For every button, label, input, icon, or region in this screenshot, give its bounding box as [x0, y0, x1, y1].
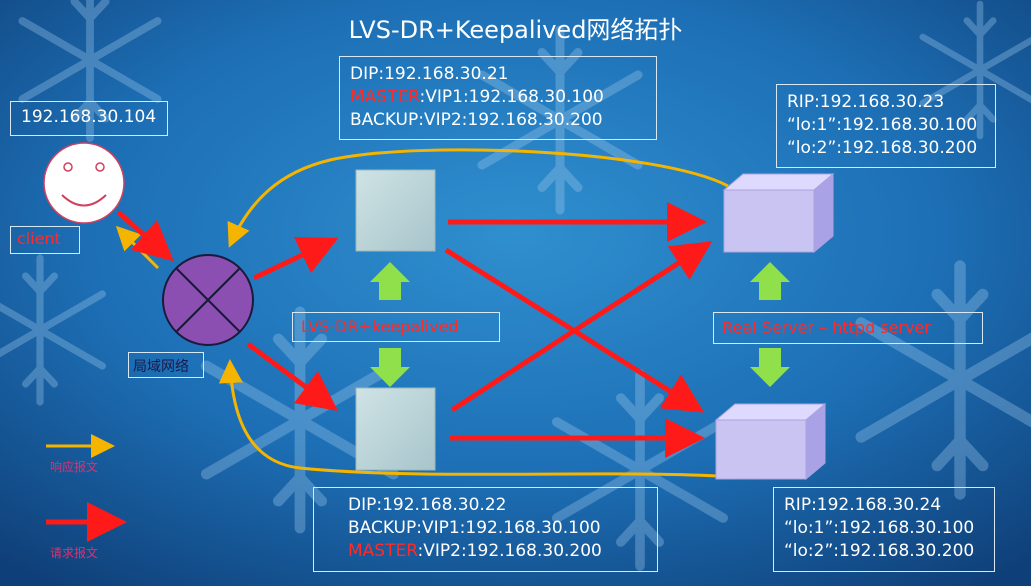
down-arrow-icon	[750, 348, 790, 387]
director2-vip1: BACKUP:VIP1:192.168.30.100	[348, 518, 601, 538]
legend-response-label: 响应报文	[50, 460, 99, 474]
network-switch-icon	[162, 254, 254, 346]
director2-role-master: MASTER	[348, 541, 418, 561]
legend-request-label: 请求报文	[50, 546, 99, 560]
real-server1-node	[722, 172, 835, 254]
request-arrow-to-director1	[252, 236, 339, 281]
up-arrow-icon	[370, 262, 410, 300]
response-arrow-client	[115, 225, 160, 270]
down-arrow-icon	[370, 348, 410, 387]
director2-vip2: :VIP2:192.168.30.200	[417, 541, 602, 561]
real-server2-node	[714, 402, 827, 481]
director1-dip: DIP:192.168.30.21	[350, 64, 509, 84]
director2-node	[355, 387, 436, 471]
diagram-title: LVS-DR+Keepalived网络拓扑	[348, 16, 683, 44]
rs1-rip: RIP:192.168.30.23	[787, 92, 945, 112]
network-label: 局域网络	[128, 352, 204, 378]
director2-vip2-line: MASTER:VIP2:192.168.30.200	[348, 540, 647, 563]
lvs-keepalived-label: LVS-DR+keepalived	[292, 312, 500, 342]
rs2-info: RIP:192.168.30.24 “lo:1”:192.168.30.100 …	[773, 487, 995, 572]
director1-info: DIP:192.168.30.21 MASTER:VIP1:192.168.30…	[339, 56, 657, 140]
director2-dip: DIP:192.168.30.22	[348, 495, 507, 515]
rs2-rip: RIP:192.168.30.24	[784, 495, 942, 515]
director1-node	[355, 169, 436, 252]
client-ip-label: 192.168.30.104	[10, 101, 168, 136]
client-label: client	[10, 226, 80, 254]
lvs-keepalived-text: LVS-DR+keepalived	[301, 317, 459, 336]
request-arrow-client	[116, 210, 174, 262]
rs1-info: RIP:192.168.30.23 “lo:1”:192.168.30.100 …	[776, 84, 996, 168]
smiley-face-icon	[43, 142, 125, 224]
director1-vip2: BACKUP:VIP2:192.168.30.200	[350, 110, 603, 130]
client-label-text: client	[17, 229, 61, 248]
request-arrow-to-director2	[246, 341, 339, 411]
up-arrow-icon	[750, 262, 790, 300]
request-arrow-d2-rs1	[450, 241, 713, 413]
director1-role-master: MASTER	[350, 87, 420, 107]
response-path-bottom	[218, 359, 719, 478]
director2-info: DIP:192.168.30.22 BACKUP:VIP1:192.168.30…	[313, 487, 658, 572]
rs1-lo2: “lo:2”:192.168.30.200	[787, 138, 978, 158]
rs2-lo1: “lo:1”:192.168.30.100	[784, 518, 975, 538]
director1-vip1: :VIP1:192.168.30.100	[419, 87, 604, 107]
real-server-text: Real Server – httpd server	[722, 318, 931, 337]
response-path-top	[227, 148, 729, 248]
client-ip: 192.168.30.104	[21, 107, 157, 127]
director1-vip1-line: MASTER:VIP1:192.168.30.100	[350, 86, 646, 109]
real-server-label: Real Server – httpd server	[713, 312, 983, 344]
rs2-lo2: “lo:2”:192.168.30.200	[784, 541, 975, 561]
network-label-text: 局域网络	[133, 359, 189, 375]
rs1-lo1: “lo:1”:192.168.30.100	[787, 115, 978, 135]
